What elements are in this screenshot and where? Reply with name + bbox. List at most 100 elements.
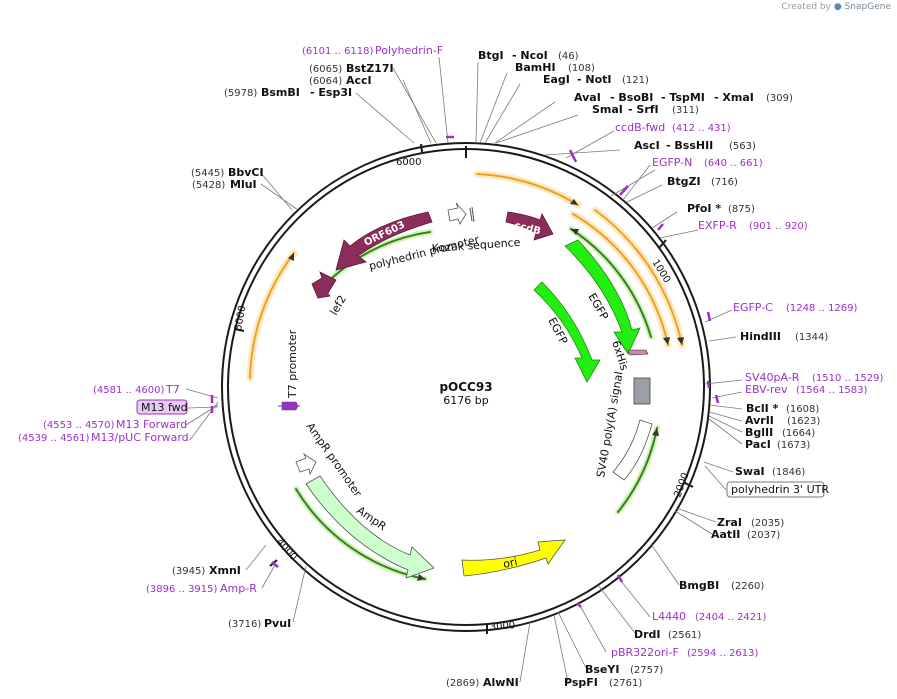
enzyme-alwni[interactable]: AlwNI xyxy=(483,676,519,689)
enzyme-bbvci[interactable]: BbvCI xyxy=(228,166,264,179)
enzyme-srfi[interactable]: - SrfI xyxy=(628,103,659,116)
enzyme-ncoi[interactable]: - NcoI xyxy=(512,49,548,62)
tick-label-3000: 3000 xyxy=(489,620,515,633)
feature-kozak[interactable]: Kozak sequence xyxy=(431,206,521,255)
green-arc-egfp xyxy=(568,226,654,340)
enzyme-xmni-pos: (3945) xyxy=(172,566,205,577)
plasmid-name: pOCC93 xyxy=(439,380,492,394)
enzyme-swai-pos: (1846) xyxy=(772,467,805,478)
primer-exfp-r-pos: (901 .. 920) xyxy=(749,221,808,232)
enzyme-srfi-pos: (311) xyxy=(672,105,699,116)
enzyme-bcli[interactable]: BclI * xyxy=(746,402,779,415)
enzyme-bsmbi[interactable]: BsmBI xyxy=(261,86,300,99)
enzyme-pspfi[interactable]: PspFI xyxy=(564,676,598,689)
feature-ampr-promoter[interactable]: AmpR promoter xyxy=(295,420,365,500)
credit-brand: SnapGene xyxy=(844,2,891,12)
plasmid-length: 6176 bp xyxy=(443,394,488,407)
position-ticks xyxy=(234,143,694,634)
enzyme-btgi[interactable]: BtgI xyxy=(478,49,504,62)
primer-egfp-n[interactable]: EGFP-N xyxy=(652,156,692,169)
primer-m13-fwd: M13 fwd xyxy=(141,401,188,414)
orange-arc-long-1 xyxy=(569,210,672,349)
snapgene-credit: Created by ● SnapGene xyxy=(781,2,891,12)
enzyme-bsmbi-pos: (5978) xyxy=(224,88,257,99)
enzyme-swai[interactable]: SwaI xyxy=(735,465,765,478)
enzyme-noti[interactable]: - NotI xyxy=(577,73,612,86)
primer-exfp-r[interactable]: EXFP-R xyxy=(698,219,737,232)
enzyme-esp3i[interactable]: - Esp3I xyxy=(310,86,352,99)
enzyme-hindiii-pos: (1344) xyxy=(795,332,828,343)
primer-ebv-rev[interactable]: EBV-rev xyxy=(745,383,788,396)
primer-ccdb-fwd[interactable]: ccdB-fwd xyxy=(615,121,665,134)
enzyme-xmai-pos: (309) xyxy=(766,93,793,104)
enzyme-drdi[interactable]: DrdI xyxy=(634,628,661,641)
primer-pbr322ori-f[interactable]: pBR322ori-F xyxy=(611,646,679,659)
enzyme-bsshii[interactable]: - BssHII xyxy=(666,139,713,152)
enzyme-xmni[interactable]: XmnI xyxy=(209,564,241,577)
enzyme-bamhi[interactable]: BamHI xyxy=(515,61,556,74)
orange-arc-ccdb-egfp xyxy=(473,170,582,209)
primer-sv40pa-r[interactable]: SV40pA-R xyxy=(745,371,800,384)
enzyme-noti-pos: (121) xyxy=(622,75,649,86)
enzyme-zrai-pos: (2035) xyxy=(751,518,784,529)
green-arc-sv40 xyxy=(615,425,660,515)
primer-ebv-rev-pos: (1564 .. 1583) xyxy=(796,385,868,396)
lef2-label: lef2 xyxy=(327,293,349,317)
primer-m13-puc-forward[interactable]: M13/pUC Forward xyxy=(91,431,189,444)
enzyme-pvui-pos: (3716) xyxy=(228,619,261,630)
primer-m13-fwd-box[interactable]: M13 fwd xyxy=(136,399,188,415)
enzyme-aatii[interactable]: AatII xyxy=(711,528,740,541)
enzyme-pvui[interactable]: PvuI xyxy=(264,617,291,630)
enzyme-acci[interactable]: AccI xyxy=(346,74,372,87)
primer-ticks xyxy=(210,135,720,608)
enzyme-tspmi[interactable]: - TspMI xyxy=(661,91,705,104)
primer-egfp-n-pos: (640 .. 661) xyxy=(704,158,763,169)
orange-arc-left xyxy=(246,249,298,382)
enzyme-pfoi[interactable]: PfoI * xyxy=(687,202,721,215)
enzyme-bseyi[interactable]: BseYI xyxy=(585,663,619,676)
enzyme-eagi[interactable]: EagI xyxy=(543,73,570,86)
feature-sv40-polya-box[interactable] xyxy=(633,377,651,405)
enzyme-bstz17i[interactable]: BstZ17I xyxy=(346,62,394,75)
primer-amp-r-pos: (3896 .. 3915) xyxy=(146,584,218,595)
primer-egfp-c[interactable]: EGFP-C xyxy=(733,301,773,314)
enzyme-asci[interactable]: AscI xyxy=(634,139,660,152)
enzyme-xmai[interactable]: - XmaI xyxy=(714,91,754,104)
orange-arc-long-2 xyxy=(591,206,686,349)
primer-t7[interactable]: T7 xyxy=(165,383,180,396)
enzyme-bmgbi[interactable]: BmgBI xyxy=(679,579,719,592)
enzyme-bamhi-pos: (108) xyxy=(568,63,595,74)
enzyme-drdi-pos: (2561) xyxy=(668,630,701,641)
enzyme-paci[interactable]: PacI xyxy=(745,438,771,451)
enzyme-smai[interactable]: SmaI xyxy=(592,103,623,116)
feature-polyhedrin-3utr-box[interactable]: polyhedrin 3' UTR xyxy=(726,481,829,498)
enzyme-hindiii[interactable]: HindIII xyxy=(740,330,781,343)
primer-m13-forward[interactable]: M13 Forward xyxy=(116,418,187,431)
enzyme-bglii[interactable]: BglII xyxy=(745,426,773,439)
enzyme-avai[interactable]: AvaI xyxy=(574,91,601,104)
enzyme-bglii-pos: (1664) xyxy=(782,428,815,439)
enzyme-bstz17i-pos: (6065) xyxy=(309,64,342,75)
primer-l4440-pos: (2404 .. 2421) xyxy=(695,612,767,623)
feature-lef2[interactable]: lef2 xyxy=(311,271,349,318)
feature-ori[interactable]: ori xyxy=(461,539,566,577)
enzyme-bcli-pos: (1608) xyxy=(786,404,819,415)
primer-amp-r[interactable]: Amp-R xyxy=(220,582,257,595)
feature-t7-promoter[interactable]: T7 promoter xyxy=(278,329,300,411)
primer-polyhedrin-f[interactable]: Polyhedrin-F xyxy=(375,44,443,57)
snapgene-logo-icon: ● xyxy=(833,2,842,12)
leader-lines xyxy=(185,56,743,683)
enzyme-bsobi[interactable]: - BsoBI xyxy=(610,91,653,104)
enzyme-mlui[interactable]: MluI xyxy=(230,178,257,191)
primer-l4440[interactable]: L4440 xyxy=(652,610,686,623)
enzyme-bbvci-pos: (5445) xyxy=(191,168,224,179)
enzyme-btgzi-pos: (716) xyxy=(711,177,738,188)
enzyme-avrii[interactable]: AvrII xyxy=(745,414,774,427)
enzyme-zrai[interactable]: ZraI xyxy=(717,516,742,529)
green-arc-ampr xyxy=(293,486,428,582)
enzyme-ncoi-pos: (46) xyxy=(558,51,579,62)
enzyme-btgzi[interactable]: BtgZI xyxy=(667,175,701,188)
primer-m13-forward-pos: (4553 .. 4570) xyxy=(43,420,115,431)
enzyme-avrii-pos: (1623) xyxy=(787,416,820,427)
